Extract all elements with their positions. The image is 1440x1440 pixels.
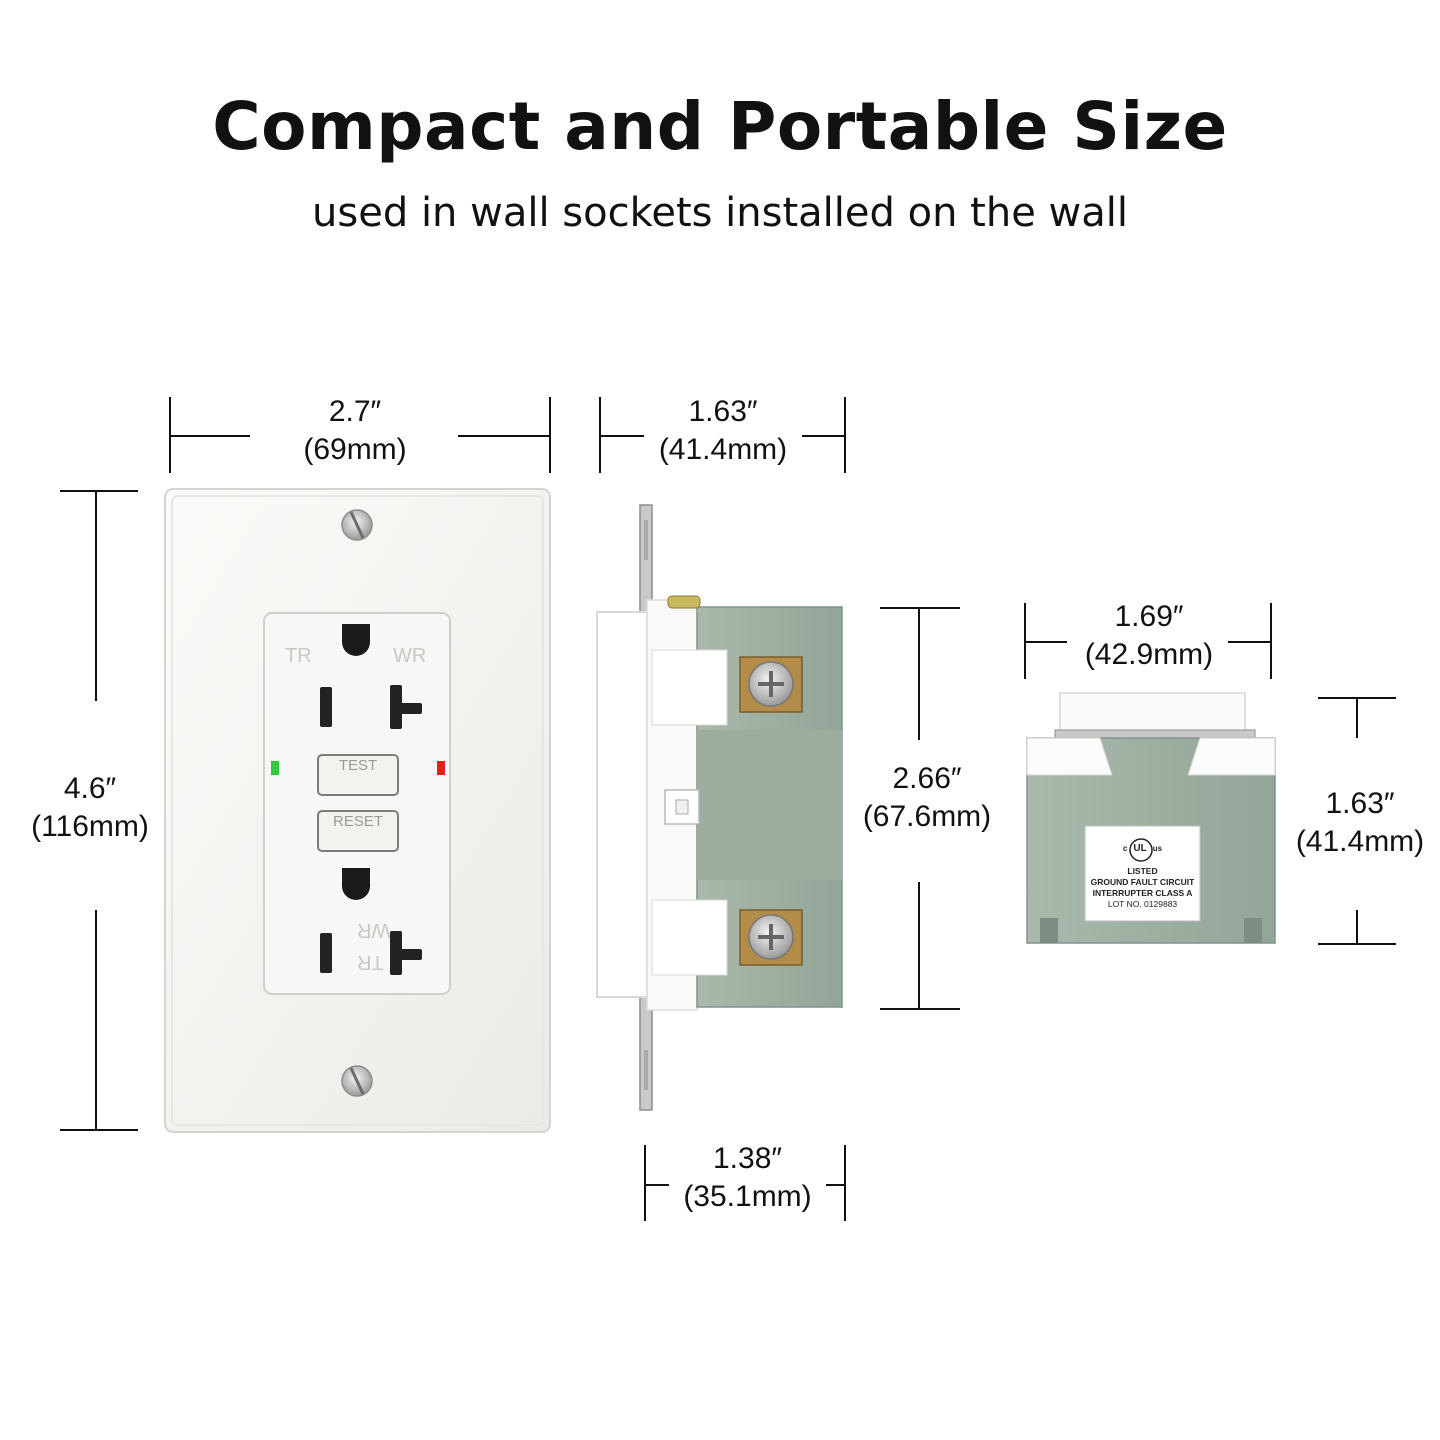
tr-label-top: TR: [285, 645, 312, 667]
dim-front-height-mm: (116mm): [31, 810, 149, 843]
ul-mark-c: c: [1122, 844, 1128, 853]
dim-back-width-label: 1.69″ (42.9mm): [1063, 598, 1235, 674]
terminal-screw-top: [739, 656, 803, 713]
dim-back-width-left-line: [1025, 641, 1067, 643]
dim-side-height-top-tick: [880, 607, 960, 609]
dim-side-bottom-mm: (35.1mm): [683, 1180, 812, 1213]
plate-screw-bottom: [341, 1065, 373, 1097]
dim-back-height-bottom-tick: [1318, 943, 1396, 945]
dim-side-height-mm: (67.6mm): [862, 800, 992, 833]
dim-side-top-right-tick: [844, 397, 846, 473]
page-title: Compact and Portable Size: [212, 88, 1228, 165]
dim-back-width-right-line: [1228, 641, 1271, 643]
tr-label-bottom: TR: [357, 951, 384, 973]
reset-button-label: RESET: [332, 813, 383, 830]
dim-side-bottom-label: 1.38″ (35.1mm): [665, 1140, 830, 1216]
dim-back-height-bottom-line: [1356, 910, 1358, 944]
dim-side-top-label: 1.63″ (41.4mm): [637, 393, 809, 469]
dim-side-bottom-right-tick: [844, 1145, 846, 1221]
dim-back-height-top-line: [1356, 698, 1358, 738]
page-subtitle: used in wall sockets installed on the wa…: [312, 190, 1128, 236]
dim-front-width-mm: (69mm): [303, 433, 407, 466]
wall-plate-front: [164, 488, 551, 1133]
dim-front-width-right-line: [458, 435, 550, 437]
dim-front-height-bottom-line: [95, 910, 97, 1130]
dim-side-bottom-left-tick: [644, 1145, 646, 1221]
dim-side-height-label: 2.66″ (67.6mm): [842, 760, 1012, 836]
ul-line-4: LOT NO. 0129883: [1107, 899, 1178, 909]
dim-side-bottom-left-line: [645, 1184, 669, 1186]
ul-label-text: LISTED GROUND FAULT CIRCUIT INTERRUPTER …: [1085, 866, 1200, 910]
ul-line-2: GROUND FAULT CIRCUIT: [1090, 877, 1195, 887]
ul-line-3: INTERRUPTER CLASS A: [1092, 888, 1193, 898]
dim-side-height-top-line: [918, 608, 920, 740]
dim-front-height-top-tick: [60, 490, 138, 492]
dim-side-top-left-line: [600, 435, 644, 437]
dim-front-height-top-line: [95, 491, 97, 701]
ul-line-1: LISTED: [1127, 866, 1158, 876]
dim-side-bottom-inch: 1.38″: [712, 1142, 782, 1175]
dim-side-height-inch: 2.66″: [892, 762, 962, 795]
dim-back-height-label: 1.63″ (41.4mm): [1280, 785, 1440, 861]
dim-front-height-inch: 4.6″: [63, 772, 117, 805]
dim-front-height-bottom-tick: [60, 1129, 138, 1131]
dim-side-top-inch: 1.63″: [688, 395, 758, 428]
dim-front-height-label: 4.6″ (116mm): [10, 770, 170, 846]
indicator-green: [271, 761, 279, 775]
dim-back-width-inch: 1.69″: [1114, 600, 1184, 633]
dim-back-width-right-tick: [1270, 603, 1272, 679]
ul-mark-ul: UL: [1133, 843, 1147, 854]
dim-front-width-left-line: [170, 435, 250, 437]
dim-back-width-mm: (42.9mm): [1084, 638, 1214, 671]
dim-back-height-mm: (41.4mm): [1295, 825, 1425, 858]
test-button-label: TEST: [338, 757, 378, 774]
ul-mark-us: us: [1152, 844, 1163, 853]
wr-label-top: WR: [393, 645, 427, 667]
plate-screw-top: [341, 509, 373, 541]
dim-side-top-mm: (41.4mm): [658, 433, 788, 466]
ul-mark-text: c UL us: [1120, 843, 1165, 854]
dim-front-width-label: 2.7″ (69mm): [260, 393, 450, 469]
dim-front-width-right-tick: [549, 397, 551, 473]
dim-front-width-inch: 2.7″: [328, 395, 382, 428]
dim-side-bottom-right-line: [826, 1184, 845, 1186]
terminal-screw-bottom: [739, 909, 803, 966]
indicator-red: [437, 761, 445, 775]
dim-side-top-right-line: [802, 435, 845, 437]
dim-back-height-inch: 1.63″: [1325, 787, 1395, 820]
wr-label-bottom: WR: [357, 919, 391, 941]
outlet-side-view: [596, 504, 843, 1111]
dim-side-height-bottom-line: [918, 882, 920, 1009]
dim-side-height-bottom-tick: [880, 1008, 960, 1010]
outlet-top: [320, 624, 422, 729]
